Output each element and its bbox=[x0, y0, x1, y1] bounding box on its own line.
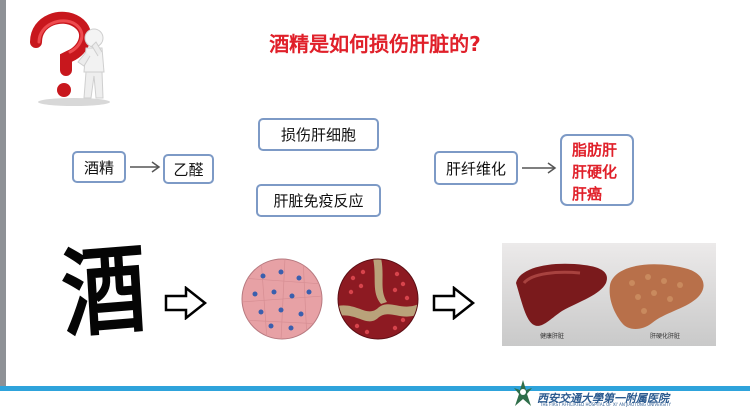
livers-illustration bbox=[516, 263, 704, 329]
left-edge-bar bbox=[0, 0, 6, 409]
outcome-cirrhosis: 肝硬化 bbox=[572, 163, 618, 181]
footer-blue-line bbox=[0, 386, 750, 391]
healthy-liver-caption: 健康肝脏 bbox=[540, 333, 565, 340]
alcohol-calligraphy-image: 酒 bbox=[58, 231, 150, 352]
liver-fibrosis-box: 肝纤维化 bbox=[434, 151, 518, 185]
liver-immune-response-box: 肝脏免疫反应 bbox=[256, 184, 381, 217]
hollow-arrow-right-icon bbox=[164, 286, 208, 320]
question-mark-figure-icon bbox=[30, 11, 110, 106]
footer-band bbox=[0, 388, 750, 409]
liver-cell-damage-box: 损伤肝细胞 bbox=[258, 118, 379, 151]
arrow-right-icon bbox=[522, 162, 557, 174]
acetaldehyde-box: 乙醛 bbox=[163, 154, 214, 184]
outcome-liver-cancer: 肝癌 bbox=[572, 185, 603, 203]
alcohol-box: 酒精 bbox=[72, 151, 126, 183]
hospital-logo-icon bbox=[514, 380, 532, 406]
cirrhotic-liver-caption: 肝硬化肝脏 bbox=[650, 333, 681, 340]
calligraphy-character: 酒 bbox=[58, 231, 150, 352]
liver-comparison-image: 健康肝脏 肝硬化肝脏 bbox=[502, 243, 716, 346]
hospital-name: 西安交通大學第一附属医院 bbox=[537, 392, 669, 405]
page-title: 酒精是如何损伤肝脏的? bbox=[269, 32, 481, 56]
hospital-english-name: THE FIRST AFFILIATED HOSPITAL OF XI' AN … bbox=[540, 402, 671, 407]
disease-outcomes-box: 脂肪肝 肝硬化 肝癌 bbox=[560, 134, 634, 206]
arrow-right-icon bbox=[130, 161, 161, 173]
outcome-fatty-liver: 脂肪肝 bbox=[572, 141, 618, 159]
damaged-liver-cell-image bbox=[337, 258, 419, 340]
healthy-liver-cell-image bbox=[241, 258, 323, 340]
hollow-arrow-right-icon bbox=[432, 286, 476, 320]
